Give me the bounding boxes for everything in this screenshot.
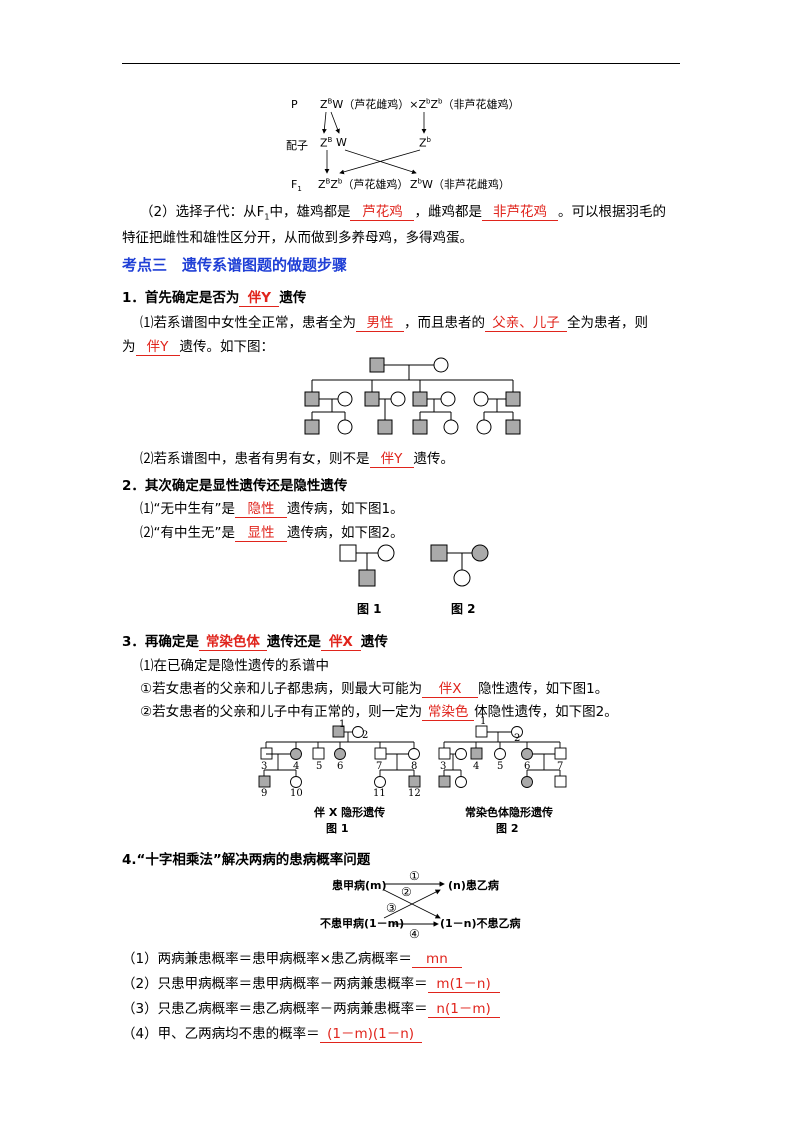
svg-text:9: 9 [261, 788, 267, 799]
step2-title: 2．其次确定是显性遗传还是隐性遗传 [122, 478, 348, 494]
diag-bottom-left: 不患甲病(1－m) [320, 917, 405, 930]
diag-top-left: 患甲病(m) [332, 879, 387, 892]
svg-text:10: 10 [290, 788, 303, 799]
gamete-zb: ZB [320, 136, 333, 150]
blank-feiluhuaji: 非芦花鸡 [481, 200, 558, 221]
diag-bottom-right: (1－n)不患乙病 [440, 917, 521, 930]
svg-text:4: 4 [473, 761, 479, 772]
fig2-caption: 常染色体隐形遗传 [465, 806, 553, 819]
svg-text:③: ③ [386, 901, 397, 915]
formula-1: （1）两病兼患概率＝患甲病概率×患乙病概率＝mn [122, 947, 462, 968]
svg-text:5: 5 [316, 761, 322, 772]
svg-text:②: ② [401, 885, 412, 899]
header-rule [122, 63, 680, 64]
svg-text:8: 8 [411, 761, 417, 772]
svg-text:4: 4 [293, 761, 299, 772]
svg-text:④: ④ [409, 927, 420, 941]
formula-4: （4）甲、乙两病均不患的概率＝(1－m)(1－n) [122, 1022, 422, 1043]
step2-fig1-label: 图 1 [357, 602, 382, 616]
fig1-caption: 伴 X 隐形遗传 [314, 806, 386, 819]
svg-text:7: 7 [557, 761, 563, 772]
step2-p1: ⑴“无中生有”是隐性遗传病，如下图1。 [140, 497, 404, 518]
svg-text:11: 11 [373, 788, 386, 799]
step3-p3: ②若女患者的父亲和儿子中有正常的，则一定为常染色体隐性遗传，如下图2。 [140, 700, 618, 721]
step1-p1: ⑴若系谱图中女性全正常，患者全为男性，而且患者的父亲、儿子全为患者，则 [140, 311, 648, 332]
cross-gamete-label: 配子 [286, 139, 308, 152]
svg-text:7: 7 [376, 761, 382, 772]
cross-arrows [321, 111, 427, 175]
step3-p1: ⑴在已确定是隐性遗传的系谱中 [140, 658, 329, 674]
svg-text:6: 6 [524, 761, 530, 772]
svg-text:1: 1 [339, 719, 345, 730]
cross-parents: ZBW（芦花雌鸡）×ZbZb（非芦花雄鸡） [320, 97, 520, 111]
sec0-line1: （2）选择子代：从F1中，雄鸡都是芦花鸡，雌鸡都是非芦花鸡。可以根据羽毛的 [140, 200, 666, 222]
svg-text:12: 12 [408, 788, 421, 799]
svg-text:5: 5 [497, 761, 503, 772]
fig2-label: 图 2 [496, 822, 519, 835]
svg-text:2: 2 [362, 730, 368, 741]
step4-title: 4.“十字相乘法”解决两病的患病概率问题 [122, 852, 371, 868]
diag-top-right: (n)患乙病 [448, 879, 499, 892]
blank-luhuaji: 芦花鸡 [350, 200, 415, 221]
svg-text:1: 1 [480, 716, 486, 727]
section-heading: 考点三 遗传系谱图题的做题步骤 [122, 256, 348, 274]
svg-text:6: 6 [337, 761, 343, 772]
svg-text:①: ① [409, 869, 420, 883]
formula-2: （2）只患甲病概率＝患甲病概率－两病兼患概率＝m(1－n) [122, 972, 500, 993]
step2-fig2-label: 图 2 [451, 602, 476, 616]
gamete-right: Zb [419, 136, 431, 150]
formula-3: （3）只患乙病概率＝患乙病概率－两病兼患概率＝n(1－m) [122, 997, 500, 1018]
step2-p2: ⑵“有中生无”是显性遗传病，如下图2。 [140, 521, 404, 542]
cross-p-label: P [291, 98, 298, 111]
gamete-w: W [336, 136, 347, 149]
svg-text:2: 2 [514, 733, 520, 744]
cross-f1-label: F1 [291, 178, 302, 194]
f1-left: ZBZb（芦花雄鸡） [318, 177, 409, 191]
fig1-label: 图 1 [326, 822, 349, 835]
f1-right: ZbW（非芦花雌鸡） [410, 177, 510, 191]
svg-text:3: 3 [261, 761, 267, 772]
svg-text:3: 3 [440, 761, 446, 772]
sec0-line2: 特征把雌性和雄性区分开，从而做到多养母鸡，多得鸡蛋。 [122, 230, 473, 246]
